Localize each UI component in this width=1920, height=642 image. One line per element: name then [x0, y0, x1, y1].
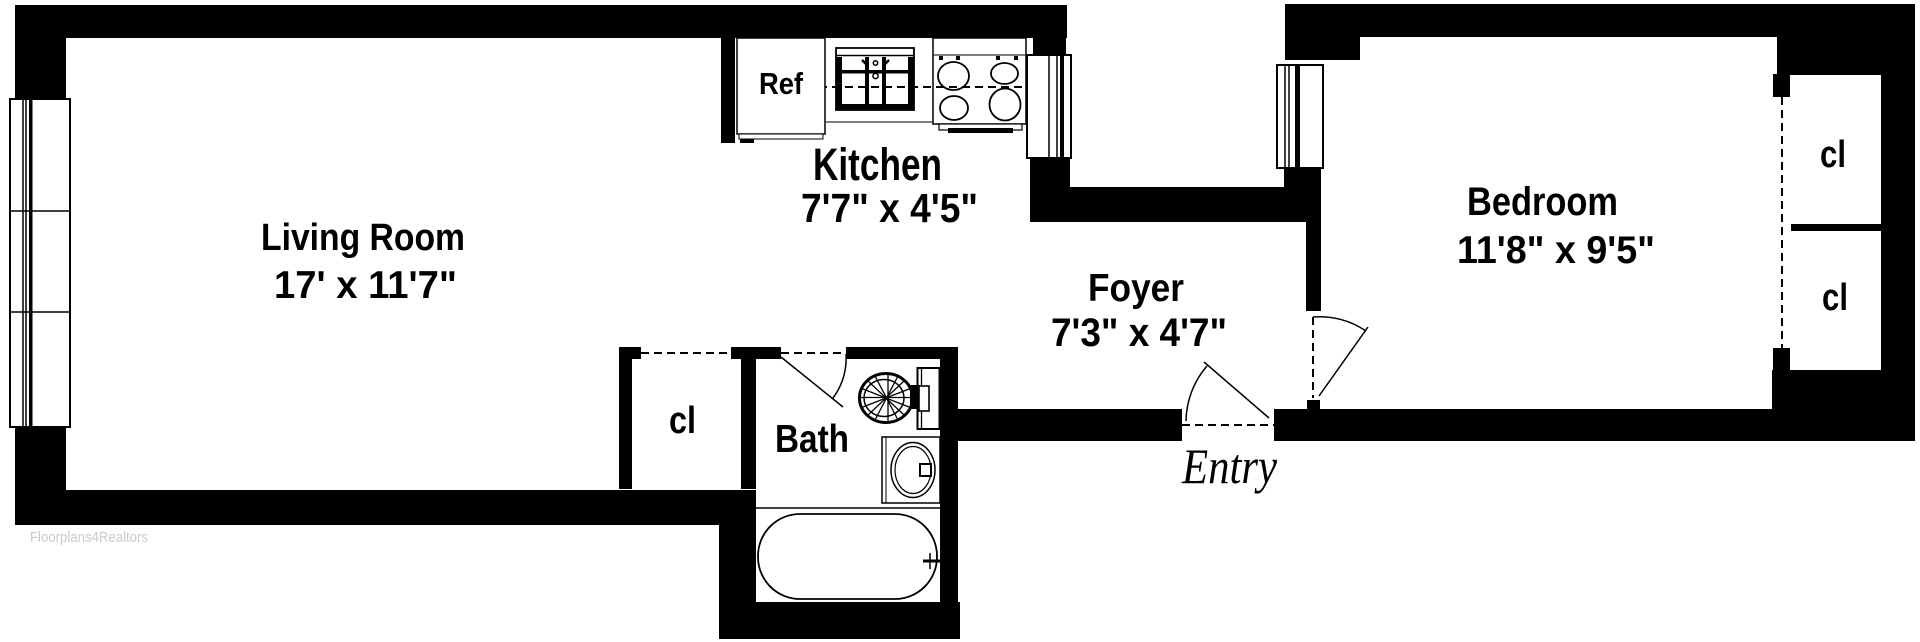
- svg-text:7'7" x 4'5": 7'7" x 4'5": [801, 185, 978, 231]
- svg-text:Foyer: Foyer: [1088, 267, 1184, 310]
- svg-text:Kitchen: Kitchen: [813, 139, 942, 190]
- svg-text:cl: cl: [669, 400, 696, 442]
- svg-text:11'8" x 9'5": 11'8" x 9'5": [1457, 229, 1655, 272]
- svg-text:Entry: Entry: [1181, 438, 1278, 494]
- svg-text:Ref: Ref: [759, 66, 804, 101]
- svg-text:Living Room: Living Room: [261, 217, 465, 259]
- svg-text:17' x 11'7": 17' x 11'7": [274, 264, 457, 307]
- svg-text:cl: cl: [1822, 277, 1848, 319]
- svg-text:Bedroom: Bedroom: [1467, 180, 1618, 224]
- svg-text:Floorplans4Realtors: Floorplans4Realtors: [30, 529, 148, 546]
- svg-text:7'3" x 4'7": 7'3" x 4'7": [1051, 311, 1227, 355]
- svg-text:Bath: Bath: [775, 418, 849, 461]
- svg-text:cl: cl: [1820, 134, 1846, 176]
